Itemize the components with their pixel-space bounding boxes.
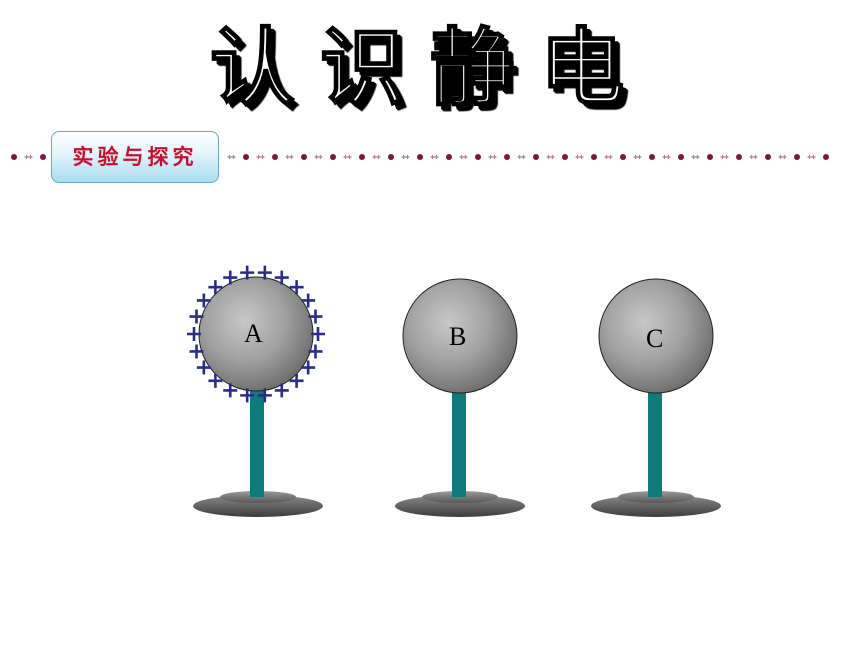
divider-dot <box>272 154 278 160</box>
plus-charge <box>208 280 223 295</box>
divider-dot <box>633 155 642 159</box>
rod-b <box>452 385 466 497</box>
divider-dot <box>314 155 323 159</box>
divider-dot <box>401 155 410 159</box>
plus-charge <box>196 360 211 375</box>
plus-charge <box>208 373 223 388</box>
plus-charge <box>289 280 304 295</box>
sphere-a-label: A <box>244 319 263 348</box>
divider-dot <box>533 154 539 160</box>
divider-dot <box>575 155 584 159</box>
plus-charge <box>240 388 255 403</box>
stand-a: A <box>187 265 325 517</box>
plus-charge <box>240 265 255 280</box>
divider-dot <box>40 154 46 160</box>
plus-charge <box>301 293 316 308</box>
base-a <box>193 495 323 517</box>
divider-dot <box>24 155 33 159</box>
divider-dot <box>301 154 307 160</box>
plus-charge <box>274 383 289 398</box>
divider-dot <box>330 154 336 160</box>
plus-charge <box>257 388 272 403</box>
divider-dot <box>256 155 265 159</box>
divider-dot <box>372 155 381 159</box>
divider-dot <box>620 154 626 160</box>
divider-dot <box>649 154 655 160</box>
divider-dot <box>11 154 17 160</box>
divider-dot <box>227 155 236 159</box>
plus-charge <box>289 373 304 388</box>
plus-charge <box>189 344 204 359</box>
divider-dot <box>823 154 829 160</box>
sphere-b-label: B <box>449 322 466 351</box>
base-c <box>591 495 721 517</box>
divider-dot <box>343 155 352 159</box>
divider-dot <box>604 155 613 159</box>
base-b <box>395 495 525 517</box>
divider-dot <box>546 155 555 159</box>
dotted-divider <box>11 154 829 160</box>
divider-dot <box>765 154 771 160</box>
divider-dot <box>778 155 787 159</box>
divider-dot <box>430 155 439 159</box>
divider-dot <box>359 154 365 160</box>
stand-b: B <box>395 278 525 517</box>
divider-dot <box>517 155 526 159</box>
divider-dot <box>475 154 481 160</box>
plus-charge <box>223 383 238 398</box>
divider-dot <box>678 154 684 160</box>
plus-charge <box>308 344 323 359</box>
plus-charge <box>196 293 211 308</box>
stand-c: C <box>591 278 721 517</box>
rod-c <box>648 385 662 497</box>
divider-dot <box>807 155 816 159</box>
plus-charge <box>274 270 289 285</box>
divider-dot <box>488 155 497 159</box>
sphere-c-label: C <box>646 324 663 353</box>
divider-dot <box>388 154 394 160</box>
plus-charge <box>301 360 316 375</box>
divider-dot <box>591 154 597 160</box>
divider-dot <box>562 154 568 160</box>
plus-charge <box>257 265 272 280</box>
plus-charge <box>308 309 323 324</box>
plus-charge <box>223 270 238 285</box>
page-title: 认识静电 <box>209 18 650 118</box>
charge-ring <box>187 265 325 403</box>
divider-dot <box>691 155 700 159</box>
divider-dot <box>794 154 800 160</box>
plus-charge <box>187 327 201 341</box>
divider-dot <box>243 154 249 160</box>
divider-dot <box>446 154 452 160</box>
divider-dot <box>504 154 510 160</box>
experiment-badge: 实验与探究 <box>51 131 219 183</box>
divider-dot <box>720 155 729 159</box>
divider-dot <box>417 154 423 160</box>
plus-charge <box>311 327 325 341</box>
divider-dot <box>285 155 294 159</box>
divider-dot <box>736 154 742 160</box>
plus-charge <box>189 309 204 324</box>
divider-dot <box>707 154 713 160</box>
divider-dot <box>459 155 468 159</box>
rod-a <box>250 385 264 497</box>
sphere-c <box>598 278 714 394</box>
sphere-b <box>402 278 518 394</box>
divider-dot <box>749 155 758 159</box>
divider-dot <box>662 155 671 159</box>
